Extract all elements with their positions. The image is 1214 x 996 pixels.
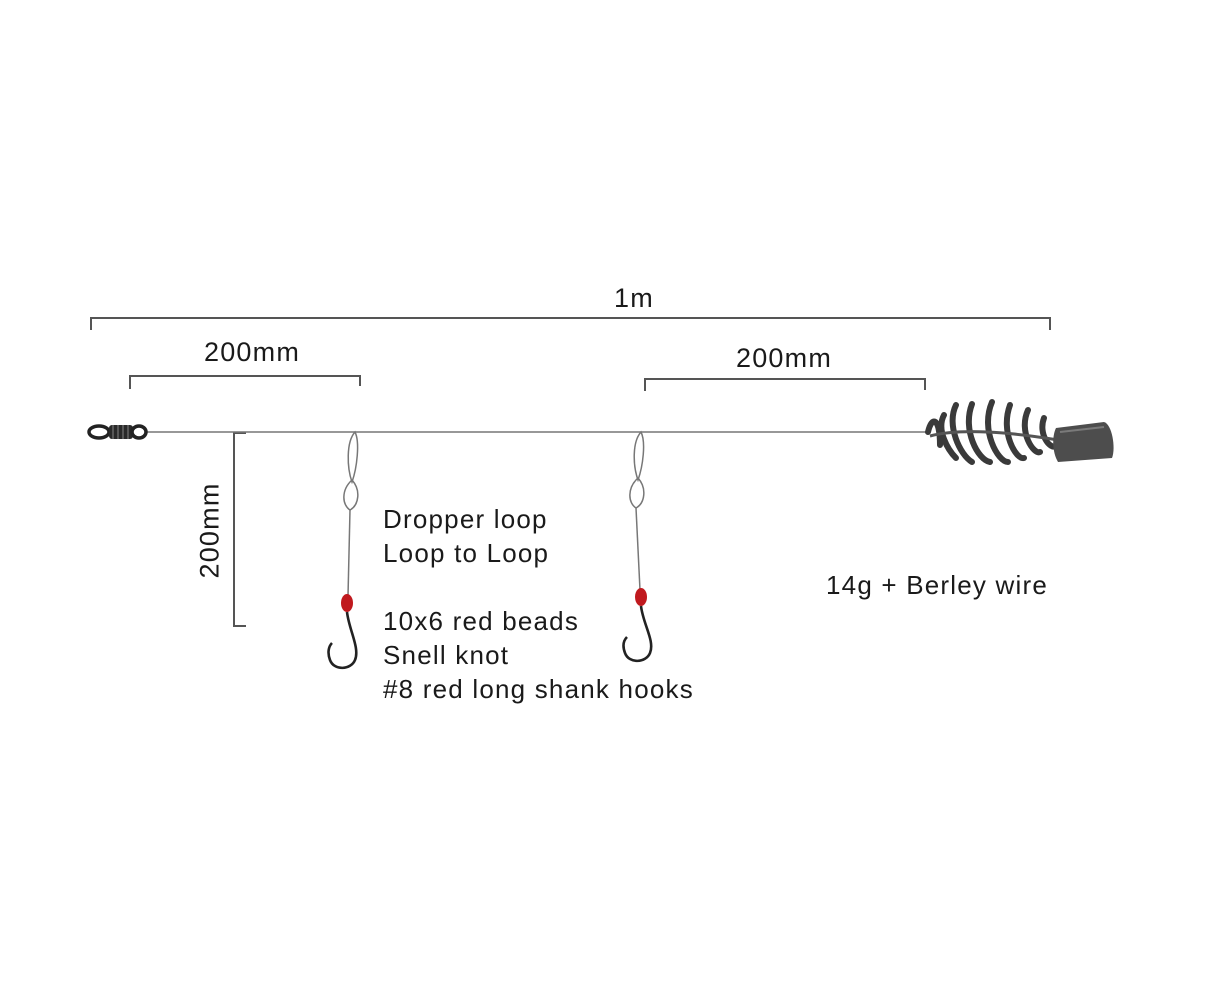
note-loop-to-loop: Loop to Loop <box>383 538 550 568</box>
rig-notes-loops: Dropper loop Loop to Loop <box>383 502 549 570</box>
first-offset-bracket <box>129 375 361 389</box>
note-hooks: #8 red long shank hooks <box>383 674 694 704</box>
dropper-length-bracket <box>233 432 246 627</box>
last-offset-bracket <box>644 378 926 391</box>
note-beads: 10x6 red beads <box>383 606 580 636</box>
note-dropper-loop: Dropper loop <box>383 504 548 534</box>
hook-1 <box>327 611 358 670</box>
rig-notes-terminal: 10x6 red beads Snell knot #8 red long sh… <box>383 604 694 706</box>
sinker-note: 14g + Berley wire <box>826 570 1049 600</box>
note-snell-knot: Snell knot <box>383 640 510 670</box>
total-length-bracket <box>90 317 1051 330</box>
first-offset-label: 200mm <box>204 337 301 367</box>
swivel-icon <box>87 424 148 440</box>
hook-2 <box>622 605 653 663</box>
bead-1 <box>341 594 353 612</box>
dropper-rig-2 <box>622 430 653 663</box>
berley-sinker-icon <box>925 399 1114 465</box>
last-offset-label: 200mm <box>736 343 833 373</box>
bead-2 <box>635 588 647 606</box>
dropper-rig-1 <box>327 430 359 670</box>
dropper-length-label: 200mm <box>194 482 225 579</box>
total-length-label: 1m <box>614 283 654 313</box>
